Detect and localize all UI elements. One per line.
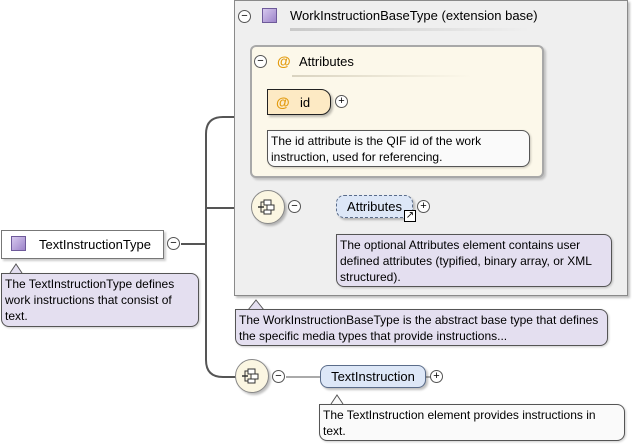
attributes-element[interactable]: Attributes: [336, 195, 413, 218]
sequence-icon: [242, 368, 259, 384]
collapse-base-button[interactable]: −: [238, 10, 251, 23]
expand-attributes-element-button[interactable]: +: [417, 200, 430, 213]
title-divider: [290, 28, 530, 31]
expand-text-instruction-button[interactable]: +: [430, 370, 443, 383]
reference-arrow-icon: ↗: [404, 210, 416, 222]
root-type-note: The TextInstructionType defines work ins…: [1, 273, 199, 327]
collapse-root-button[interactable]: −: [167, 237, 180, 250]
complex-type-icon: [11, 236, 26, 251]
attributes-divider: [292, 75, 472, 77]
collapse-attributes-button[interactable]: −: [254, 55, 267, 68]
base-type-note: The WorkInstructionBaseType is the abstr…: [235, 309, 608, 346]
id-attribute-at-icon: @: [276, 94, 290, 110]
text-instruction-element[interactable]: TextInstruction: [320, 365, 426, 388]
text-instruction-note: The TextInstruction element provides ins…: [319, 404, 625, 441]
id-attribute-note: The id attribute is the QIF id of the wo…: [267, 130, 530, 167]
root-type-box[interactable]: [1, 230, 164, 259]
attribute-at-icon: @: [277, 53, 291, 69]
attributes-group-title: Attributes: [299, 54, 354, 69]
id-attribute-box[interactable]: [267, 89, 331, 115]
sequence-icon: [258, 199, 275, 215]
id-attribute-label: id: [300, 95, 311, 110]
attributes-element-note: The optional Attributes element contains…: [336, 234, 612, 287]
root-type-label: TextInstructionType: [39, 237, 151, 252]
complex-type-icon: [262, 8, 277, 23]
sequence-compositor-2[interactable]: [235, 359, 269, 393]
collapse-sequence-button[interactable]: −: [288, 200, 301, 213]
sequence-compositor[interactable]: [251, 190, 285, 224]
base-type-title: WorkInstructionBaseType (extension base): [290, 8, 538, 23]
collapse-sequence-2-button[interactable]: −: [272, 370, 285, 383]
expand-id-button[interactable]: +: [335, 95, 348, 108]
